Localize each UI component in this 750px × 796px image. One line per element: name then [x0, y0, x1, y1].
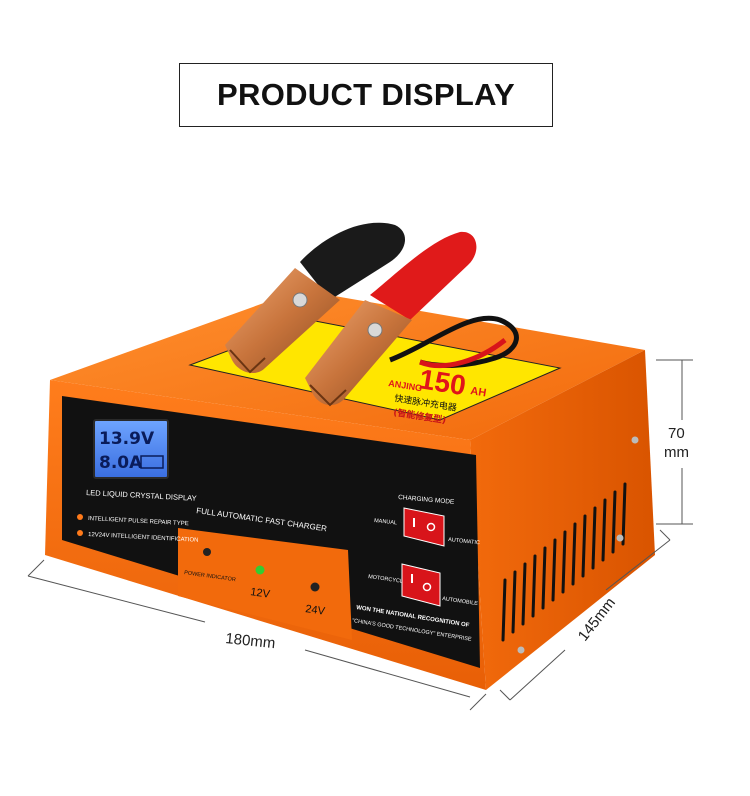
vehicle-mode-left: MOTORCYCLE	[368, 574, 407, 585]
feature-1: INTELLIGENT PULSE REPAIR TYPE	[88, 516, 189, 527]
power-indicator-led	[203, 548, 211, 556]
screw	[616, 534, 624, 542]
dimension-height-value: 70	[668, 425, 685, 442]
switch-mark	[426, 522, 436, 532]
screw	[517, 646, 525, 654]
screw	[631, 436, 639, 444]
label-12v: 12V	[250, 586, 272, 601]
label-24v: 24V	[305, 603, 327, 618]
side-vents	[501, 482, 627, 642]
vehicle-mode-right: AUTOMOBILE	[442, 596, 479, 607]
dimension-height-unit: mm	[664, 444, 689, 461]
led-12v	[255, 565, 265, 575]
switch-mark	[422, 582, 432, 592]
charging-mode-left: MANUAL	[374, 518, 397, 526]
charging-mode-title: CHARGING MODE	[398, 494, 455, 506]
dimension-width-label: 180mm	[225, 630, 277, 652]
charging-mode-right: AUTOMATIC	[448, 537, 480, 546]
title-box: PRODUCT DISPLAY	[179, 63, 553, 127]
battery-icon	[140, 455, 164, 469]
dimension-width	[27, 559, 487, 711]
label-capacity: 150	[417, 363, 468, 401]
lcd-current: 8.0A	[99, 453, 143, 473]
label-unit: AH	[470, 385, 488, 399]
switch-mark	[413, 518, 415, 527]
feature-2: 12V24V INTELLIGENT IDENTIFICATION	[88, 532, 199, 544]
dimension-depth	[499, 529, 671, 701]
black-clip	[225, 222, 406, 374]
switch-mark	[411, 574, 413, 583]
red-clip	[305, 231, 477, 407]
feature-dot	[77, 530, 83, 536]
led-24v	[310, 582, 320, 592]
lcd-screen	[93, 419, 169, 479]
lcd-voltage: 13.9V	[99, 429, 155, 449]
charging-mode-switch[interactable]	[403, 507, 445, 547]
feature-dot	[77, 514, 83, 520]
page-title: PRODUCT DISPLAY	[217, 77, 515, 112]
dimension-height	[656, 359, 693, 525]
indicator-panel	[178, 528, 352, 640]
case-side	[470, 350, 655, 690]
